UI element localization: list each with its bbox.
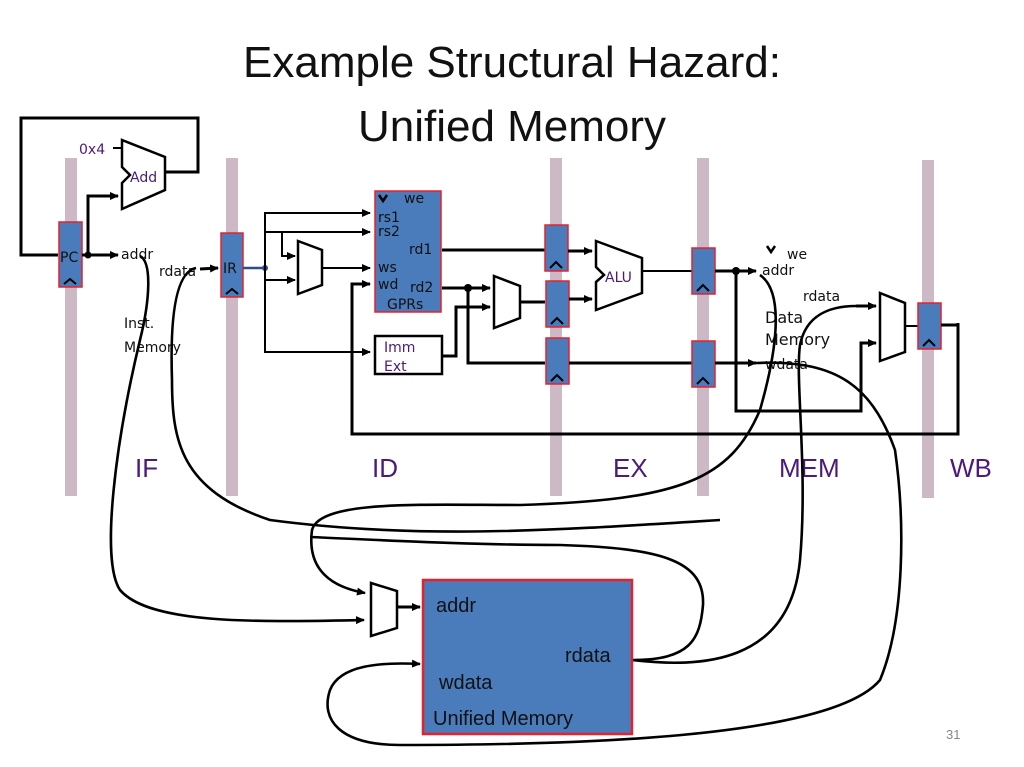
wb-mux xyxy=(878,291,907,363)
mem-register-store xyxy=(691,340,716,388)
ws-mux xyxy=(296,239,324,296)
imem-rdata-label: rdata xyxy=(159,264,196,280)
gprs-rd1-label: rd1 xyxy=(409,242,432,258)
wire-imm xyxy=(264,268,371,356)
gprs-wd-label: wd xyxy=(378,277,398,293)
imem-addr-label: addr xyxy=(121,247,153,263)
imm-label-2: Ext xyxy=(384,359,407,375)
pc-label: PC xyxy=(60,250,78,266)
unified-addr-label: addr xyxy=(436,595,476,617)
imem-label-1: Inst. xyxy=(124,316,154,332)
stage-label-ex: EX xyxy=(613,453,648,483)
wire-imm-mux xyxy=(442,303,491,358)
clock-icon xyxy=(922,338,936,347)
ir-clock-icon xyxy=(225,287,239,295)
pipeline-bar-id xyxy=(226,158,238,496)
curve-mem-wdata xyxy=(326,361,903,747)
mem-register-alu xyxy=(691,247,716,295)
dmem-we-label: we xyxy=(787,247,807,263)
page-number: 31 xyxy=(946,727,960,742)
alu-label: ALU xyxy=(605,270,632,286)
imm-label-1: Imm xyxy=(384,340,415,356)
ir-label: IR xyxy=(223,261,237,277)
unified-memory-mux xyxy=(369,581,399,638)
gprs-register-file xyxy=(374,190,442,313)
unified-rdata-label: rdata xyxy=(565,645,611,667)
pipeline-bar-mem xyxy=(697,158,709,496)
gprs-ws-label: ws xyxy=(378,260,397,276)
gprs-rd2-label: rd2 xyxy=(410,280,433,296)
wire-rd2-store xyxy=(466,288,545,365)
wire-mux-a xyxy=(281,232,296,260)
stage-label-mem: MEM xyxy=(779,453,840,483)
stage-label-if: IF xyxy=(135,453,158,483)
ex-register-a xyxy=(544,224,569,272)
wire-pc-adder xyxy=(86,192,119,255)
slide-title-line1: Example Structural Hazard: xyxy=(243,38,781,87)
dmem-rdata-label: rdata xyxy=(803,289,840,305)
ex-register-store xyxy=(545,337,570,385)
adder-label: Add xyxy=(130,170,157,186)
pipeline-bar-if xyxy=(65,158,77,496)
clock-icon xyxy=(549,260,563,269)
unified-memory xyxy=(421,578,634,736)
wire-pc-loop xyxy=(19,116,200,257)
alu-b-mux xyxy=(492,274,522,330)
unified-memory-label: Unified Memory xyxy=(433,708,573,730)
const-label: 0x4 xyxy=(79,142,105,158)
alu xyxy=(594,239,644,312)
clock-icon xyxy=(696,376,710,385)
wire-writeback xyxy=(350,280,960,436)
clock-icon xyxy=(550,316,564,325)
gprs-label: GPRs xyxy=(387,297,423,313)
dmem-label-1: Data xyxy=(765,308,803,327)
curve-if-addr xyxy=(109,254,365,625)
curve-if-rdata xyxy=(170,266,721,533)
slide-title-line2: Unified Memory xyxy=(357,102,667,151)
dmem-we-icon xyxy=(765,245,777,255)
stage-label-id: ID xyxy=(372,453,398,483)
we-icon xyxy=(377,194,389,204)
ex-register-b xyxy=(545,280,570,328)
pc-clock-icon xyxy=(63,277,77,285)
wire-rdata-ir xyxy=(199,264,219,273)
dmem-wdata-label: wdata xyxy=(765,357,808,373)
curve-unified-rdata xyxy=(631,304,857,665)
gprs-rs2-label: rs2 xyxy=(378,224,400,240)
adder xyxy=(120,138,167,211)
ir-register xyxy=(220,232,244,298)
wire-rs1 xyxy=(264,209,371,268)
dmem-label-2: Memory xyxy=(765,330,830,349)
stage-label-wb: WB xyxy=(950,453,992,483)
gprs-rs1-label: rs1 xyxy=(378,210,400,226)
clock-icon xyxy=(550,373,564,382)
clock-icon xyxy=(696,283,710,292)
dmem-addr-label: addr xyxy=(762,263,794,279)
gprs-we-label: we xyxy=(404,191,424,207)
wb-register xyxy=(917,302,942,350)
unified-wdata-label: wdata xyxy=(438,672,493,694)
curve-mem-rdata xyxy=(309,535,705,662)
